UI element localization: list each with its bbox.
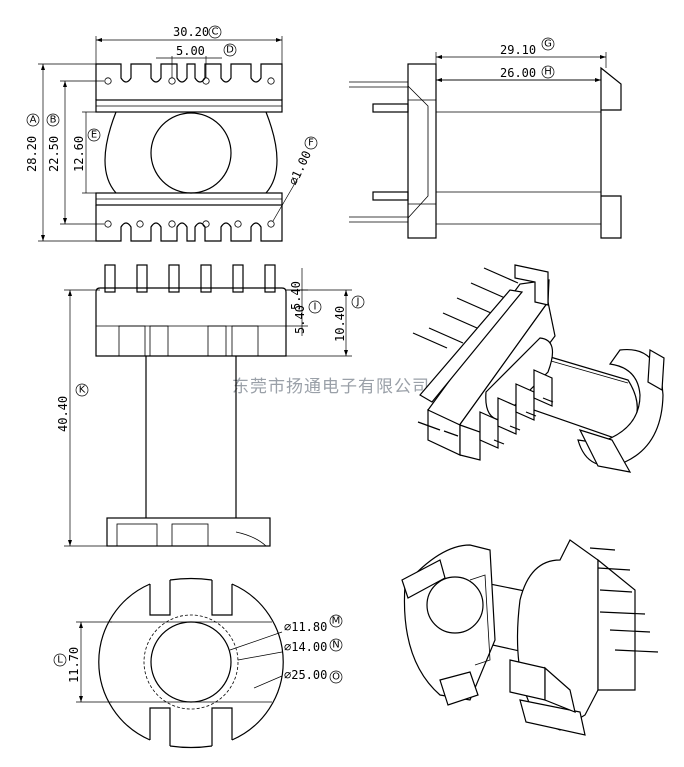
dim-n-label: N — [332, 640, 339, 651]
dim-f-label: F — [308, 138, 314, 149]
dim-c-value: 30.20 — [173, 25, 209, 39]
dim-d-label: D — [226, 45, 234, 56]
dim-m-value: ⌀11.80 — [284, 620, 327, 634]
dim-d-value: 5.00 — [176, 44, 205, 58]
dim-m-label: M — [332, 616, 341, 627]
company-watermark: 东莞市扬通电子有限公司 — [232, 377, 430, 397]
front-view — [64, 264, 352, 547]
dim-k-label: K — [79, 385, 86, 396]
isometric-view-upper — [412, 264, 665, 473]
dim-o-value: ⌀25.00 — [284, 668, 327, 682]
dim-o-label: O — [332, 672, 340, 683]
dim-c-label: C — [212, 27, 219, 38]
bottom-view — [76, 577, 284, 749]
dim-b-label: B — [50, 115, 57, 126]
dim-n-value: ⌀14.00 — [284, 640, 327, 654]
dim-h-value: 26.00 — [500, 66, 536, 80]
dim-e-value: 12.60 — [72, 136, 86, 172]
dim-g-value: 29.10 — [500, 43, 536, 57]
dim-i-value-small: 5.40 — [293, 305, 307, 334]
dim-j-label: J — [356, 297, 360, 308]
side-view — [349, 52, 622, 239]
dim-j-value: 10.40 — [333, 306, 347, 342]
dim-f-value: ⌀1.00 — [286, 149, 314, 188]
top-view — [38, 36, 299, 242]
dim-h-label: H — [544, 67, 552, 78]
dim-i-value-top: 5.40 — [289, 281, 303, 310]
dim-a-label: A — [30, 115, 37, 126]
dim-g-label: G — [544, 39, 552, 50]
dim-l-label: L — [57, 655, 63, 666]
dim-b-value: 22.50 — [47, 136, 61, 172]
dim-e-label: E — [91, 130, 97, 141]
dim-a-value: 28.20 — [25, 136, 39, 172]
dim-i-label: I — [314, 302, 317, 313]
isometric-view-lower — [401, 539, 659, 736]
dim-k-value: 40.40 — [56, 396, 70, 432]
dim-l-value: 11.70 — [67, 647, 81, 683]
